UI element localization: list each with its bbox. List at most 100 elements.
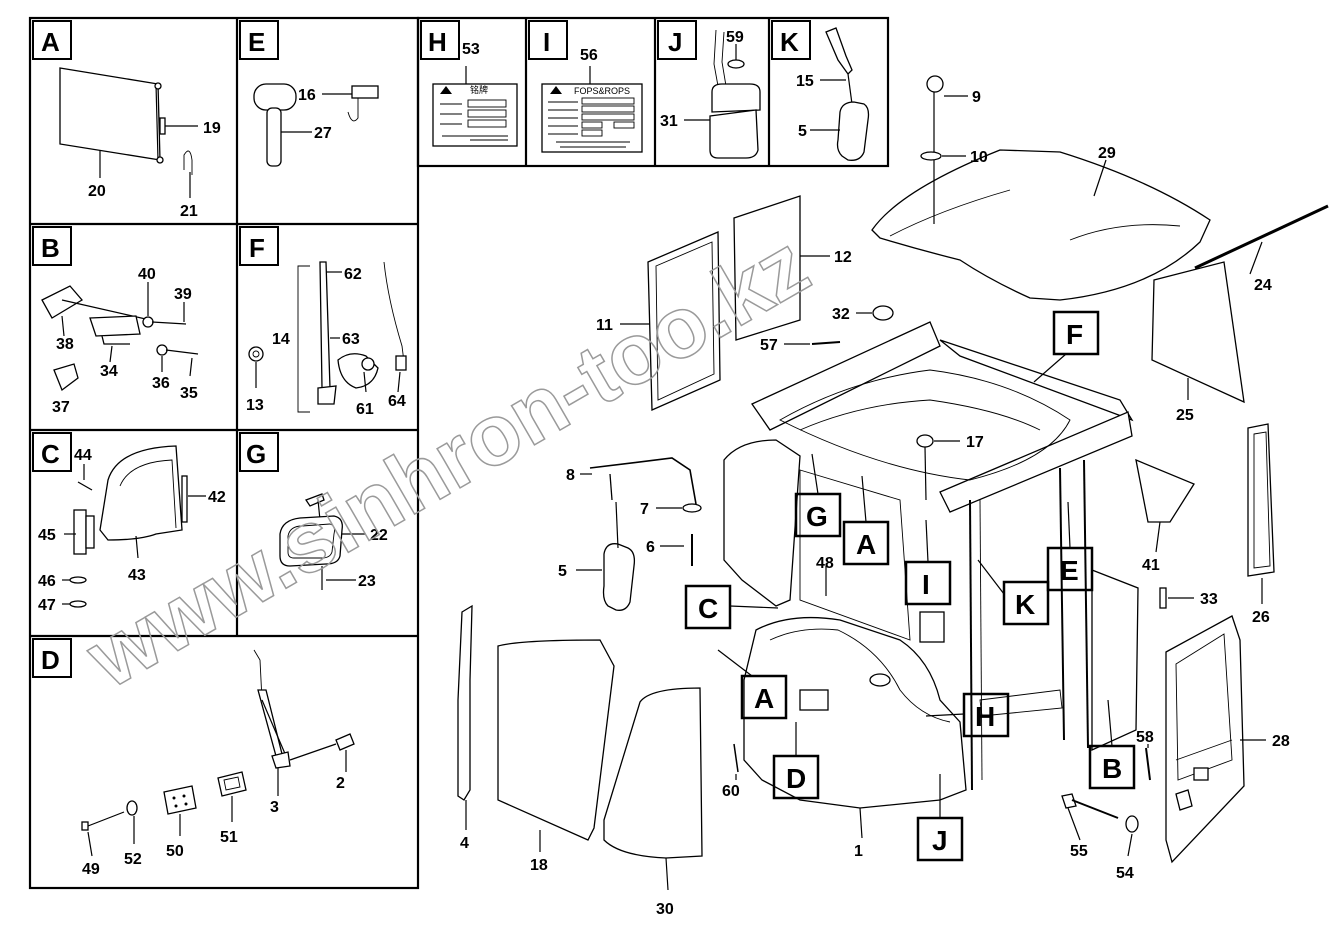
label-32: 32 (832, 306, 850, 323)
label-1: 1 (854, 843, 863, 860)
label-27: 27 (314, 125, 332, 142)
label-45: 45 (38, 527, 56, 544)
label-6: 6 (646, 539, 655, 556)
label-13: 13 (246, 397, 264, 414)
label-52: 52 (124, 851, 142, 868)
callout-i: I (922, 569, 930, 600)
panel-j-drawing (684, 29, 761, 159)
plate-h-title: 铭牌 (470, 84, 488, 95)
label-20: 20 (88, 183, 106, 200)
label-62: 62 (344, 266, 362, 283)
panel-k-letter: K (780, 27, 799, 57)
label-37: 37 (52, 399, 70, 416)
label-16: 16 (298, 87, 316, 104)
label-61: 61 (356, 401, 374, 418)
label-60: 60 (722, 783, 740, 800)
label-47: 47 (38, 597, 56, 614)
label-5: 5 (558, 563, 567, 580)
panel-f-letter: F (249, 233, 265, 263)
label-48: 48 (816, 555, 834, 572)
callout-k: K (1015, 589, 1035, 620)
main-part-labels: 9 10 29 24 12 11 32 57 25 17 8 7 6 5 48 … (460, 89, 1290, 918)
label-57: 57 (760, 337, 778, 354)
label-58: 58 (1136, 729, 1154, 746)
label-49: 49 (82, 861, 100, 878)
label-34: 34 (100, 363, 118, 380)
label-4: 4 (460, 835, 469, 852)
callout-c: C (698, 593, 718, 624)
label-29: 29 (1098, 145, 1116, 162)
label-33: 33 (1200, 591, 1218, 608)
label-54: 54 (1116, 865, 1134, 882)
callout-boxes (684, 310, 1136, 862)
callout-e: E (1060, 555, 1079, 586)
panel-e-letter: E (248, 27, 265, 57)
panel-h-letter: H (428, 27, 447, 57)
panel-j-letter: J (668, 27, 682, 57)
label-7: 7 (640, 501, 649, 518)
callout-a-lower: A (754, 683, 774, 714)
label-55: 55 (1070, 843, 1088, 860)
label-18: 18 (530, 857, 548, 874)
panel-d-letter: D (41, 645, 60, 675)
label-28: 28 (1272, 733, 1290, 750)
main-leader-lines (465, 95, 1266, 891)
panel-i-drawing: FOPS&ROPS (541, 66, 643, 153)
callout-h: H (975, 701, 995, 732)
panel-g-letter: G (246, 439, 266, 469)
callout-g: G (806, 501, 828, 532)
panel-e-drawing (253, 83, 379, 167)
label-24: 24 (1254, 277, 1272, 294)
label-46: 46 (38, 573, 56, 590)
label-38: 38 (56, 336, 74, 353)
panel-h-drawing: 铭牌 (432, 66, 518, 147)
label-9: 9 (972, 89, 981, 106)
label-43: 43 (128, 567, 146, 584)
label-50: 50 (166, 843, 184, 860)
panel-k-drawing (810, 27, 870, 161)
label-5-k: 5 (798, 123, 807, 140)
label-44: 44 (74, 447, 92, 464)
label-64: 64 (388, 393, 406, 410)
label-2: 2 (336, 775, 345, 792)
panel-i-letter: I (543, 27, 550, 57)
panel-c-letter: C (41, 439, 60, 469)
label-59: 59 (726, 29, 744, 46)
label-63: 63 (342, 331, 360, 348)
label-23: 23 (358, 573, 376, 590)
label-10: 10 (970, 149, 988, 166)
callout-d: D (786, 763, 806, 794)
label-12: 12 (834, 249, 852, 266)
panel-g-drawing (279, 493, 366, 590)
plate-i-title: FOPS&ROPS (574, 86, 630, 96)
label-8: 8 (566, 467, 575, 484)
panel-b-drawing (41, 282, 199, 392)
panel-a-drawing (59, 67, 198, 198)
label-11: 11 (596, 317, 613, 334)
panel-a-letter: A (41, 27, 60, 57)
panel-c-drawing (62, 445, 206, 608)
callout-j: J (932, 825, 948, 856)
label-39: 39 (174, 286, 192, 303)
callout-a-upper: A (856, 529, 876, 560)
label-41: 41 (1142, 557, 1160, 574)
label-53: 53 (462, 41, 480, 58)
label-51: 51 (220, 829, 238, 846)
label-30: 30 (656, 901, 674, 918)
label-21: 21 (180, 203, 198, 220)
label-22: 22 (370, 527, 388, 544)
main-cab-assembly (457, 75, 1329, 864)
label-26: 26 (1252, 609, 1270, 626)
panel-letter-boxes: A E B F C G D H I J K (32, 20, 811, 678)
panel-f-drawing (248, 261, 407, 413)
label-14: 14 (272, 331, 290, 348)
label-35: 35 (180, 385, 198, 402)
callout-f: F (1066, 319, 1083, 350)
callout-b: B (1102, 753, 1122, 784)
panel-d-drawing (81, 649, 355, 857)
panel-b-letter: B (41, 233, 60, 263)
label-56: 56 (580, 47, 598, 64)
label-17: 17 (966, 434, 984, 451)
label-36: 36 (152, 375, 170, 392)
